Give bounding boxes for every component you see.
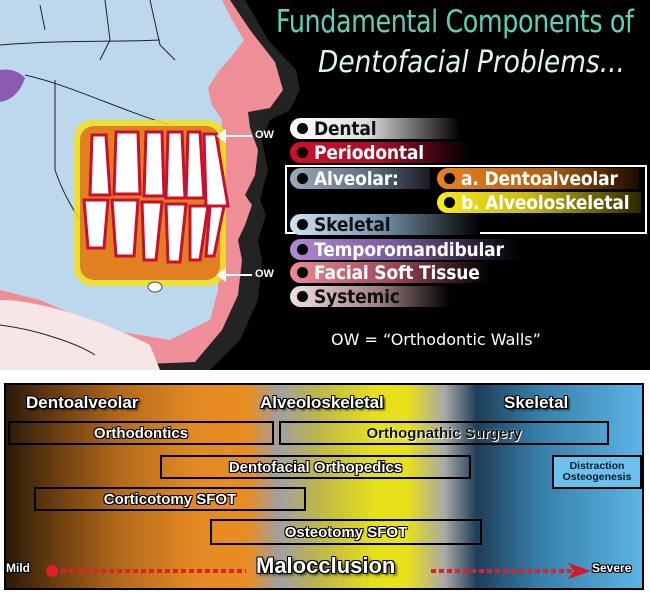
component-dentoalveolar: a. Dentoalveolar (437, 168, 639, 190)
component-alveolar: Alveolar: (290, 168, 430, 190)
bullet-icon (297, 147, 308, 158)
bullet-icon (444, 173, 455, 184)
scale-start-label: Mild (6, 561, 30, 575)
component-periodontal: Periodontal (290, 142, 470, 164)
ow-lower-label: OW (255, 268, 274, 280)
severity-arrow (46, 563, 591, 579)
header-skeletal: Skeletal (504, 393, 569, 412)
arrowhead-icon (568, 563, 591, 579)
treatment-corticotomy-sfot: Corticotomy SFOT (34, 487, 306, 511)
ow-definition: OW = “Orthodontic Walls” (331, 330, 541, 349)
scale-middle-label: Malocclusion (256, 553, 396, 578)
mild-dot-icon (46, 565, 58, 577)
bullet-icon (297, 267, 308, 278)
component-facial-soft-tissue: Facial Soft Tissue (290, 262, 490, 284)
component-systemic: Systemic (290, 286, 450, 308)
bullet-icon (297, 244, 308, 255)
treatment-dentofacial-orthopedics: Dentofacial Orthopedics (160, 455, 471, 479)
header-dentoalveolar: Dentoalveolar (26, 393, 139, 412)
ow-upper-label: OW (255, 129, 274, 141)
component-skeletal: Skeletal (290, 214, 480, 236)
components-panel: OW OW Fundamental Components of Dentofac… (0, 0, 650, 370)
component-temporomandibular: Temporomandibular (290, 239, 520, 261)
title-line-2: Dentofacial Problems... (318, 45, 625, 80)
bullet-icon (297, 291, 308, 302)
component-alveoloskeletal: b. Alveoloskeletal (437, 192, 641, 214)
treatment-distraction-osteogenesis: Distraction Osteogenesis (552, 455, 642, 489)
treatment-osteotomy-sfot: Osteotomy SFOT (210, 519, 482, 545)
bullet-icon (297, 219, 308, 230)
bullet-icon (444, 197, 455, 208)
skull-illustration (0, 0, 300, 370)
component-dental: Dental (290, 118, 460, 140)
bullet-icon (297, 173, 308, 184)
scale-end-label: Severe (592, 561, 632, 575)
malocclusion-scale: Mild Malocclusion Severe (6, 553, 642, 585)
treatment-spectrum-panel: Dentoalveolar Alveoloskeletal Skeletal O… (4, 383, 644, 590)
treatment-orthodontics: Orthodontics (8, 421, 274, 445)
bullet-icon (297, 123, 308, 134)
title-line-1: Fundamental Components of (276, 4, 634, 40)
treatment-orthognathic-surgery: Orthognathic Surgery (279, 421, 609, 445)
header-alveoloskeletal: Alveoloskeletal (260, 393, 384, 412)
